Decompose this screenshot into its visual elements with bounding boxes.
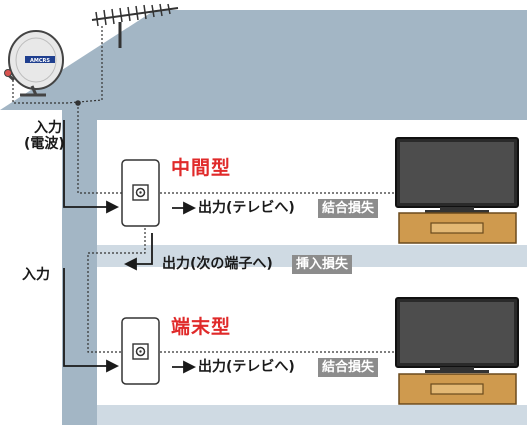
insertion-loss-badge: 挿入損失 [292, 255, 353, 274]
dish-logo-text: AMCRS [30, 58, 50, 64]
intermediate-type-title: 中間型 [171, 157, 232, 179]
tv-lower-icon [395, 297, 519, 405]
terminal-output-tv: 出力(テレビへ) [198, 359, 295, 375]
coax-port-icon [135, 346, 146, 357]
coupling-loss-badge-lower: 結合損失 [318, 358, 379, 377]
signal-arrows [63, 120, 197, 374]
intermediate-output-tv: 出力(テレビへ) [198, 200, 295, 216]
coax-port-icon [135, 187, 146, 198]
satellite-dish-icon: AMCRS [4, 30, 64, 97]
input-label-middle: 入力 [22, 267, 50, 283]
intermediate-output-next: 出力(次の端子へ) [162, 256, 273, 272]
lower-floor-slab [97, 405, 527, 425]
terminal-type-title: 端末型 [171, 316, 232, 338]
input-note-radio: (電波) [24, 136, 65, 152]
dish-logo [25, 56, 55, 63]
antenna-icon [91, 3, 179, 48]
coupling-loss-badge-upper: 結合損失 [318, 199, 379, 218]
input-label-top: 入力 [34, 120, 62, 136]
terminal-outlet [121, 317, 160, 385]
intermediate-outlet [121, 159, 160, 227]
tv-upper-icon [395, 137, 519, 244]
roof [0, 10, 527, 110]
cable-junction [75, 100, 81, 106]
